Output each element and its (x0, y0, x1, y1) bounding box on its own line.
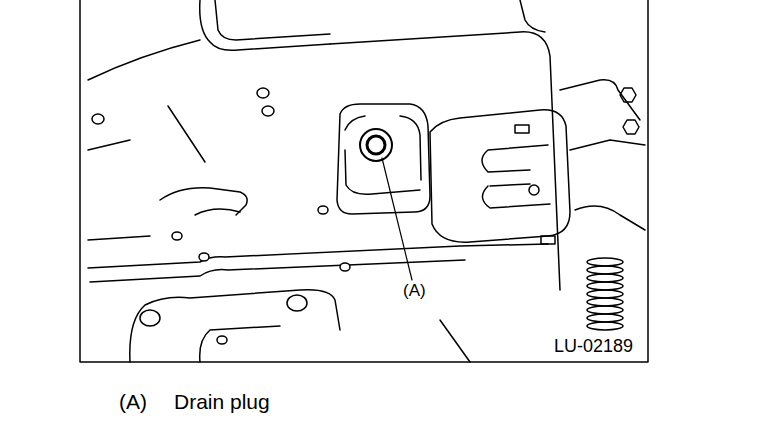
leader-line (382, 158, 412, 280)
bracket-slot (541, 236, 555, 244)
flange-line (88, 244, 548, 268)
pan-outline (330, 32, 560, 290)
bolt-holes (92, 88, 350, 344)
illustration-lines (80, 0, 648, 362)
part-name: Drain plug (174, 390, 270, 413)
pan-edge (215, 0, 330, 40)
key-letter: (A) (119, 390, 147, 413)
bracket-slot (515, 125, 529, 133)
rib-line (160, 188, 247, 215)
recess-shading (345, 116, 421, 194)
pan-edge (200, 0, 330, 50)
lower-case (130, 290, 340, 362)
bolt-head (620, 88, 636, 102)
suspension-part (560, 80, 645, 230)
callout-letter: (A) (401, 282, 428, 301)
lower-case (200, 326, 280, 362)
bracket (430, 110, 570, 242)
block-edge (88, 140, 130, 150)
rib-line (195, 209, 240, 215)
pan-edge (520, 0, 545, 32)
figure-code: LU-02189 (552, 337, 635, 357)
spring (587, 258, 623, 330)
block-edge (88, 40, 200, 80)
bracket-slots (482, 145, 550, 208)
drain-plug-hex (367, 136, 385, 154)
flange-line (88, 236, 150, 240)
drain-recess (337, 104, 430, 214)
drain-plug (360, 129, 392, 161)
rib-line (168, 106, 205, 162)
bracket-bolt (529, 185, 539, 195)
figure-frame (80, 0, 648, 362)
flange-line (90, 260, 465, 282)
lower-case (440, 320, 470, 362)
bolt-head (623, 120, 639, 134)
